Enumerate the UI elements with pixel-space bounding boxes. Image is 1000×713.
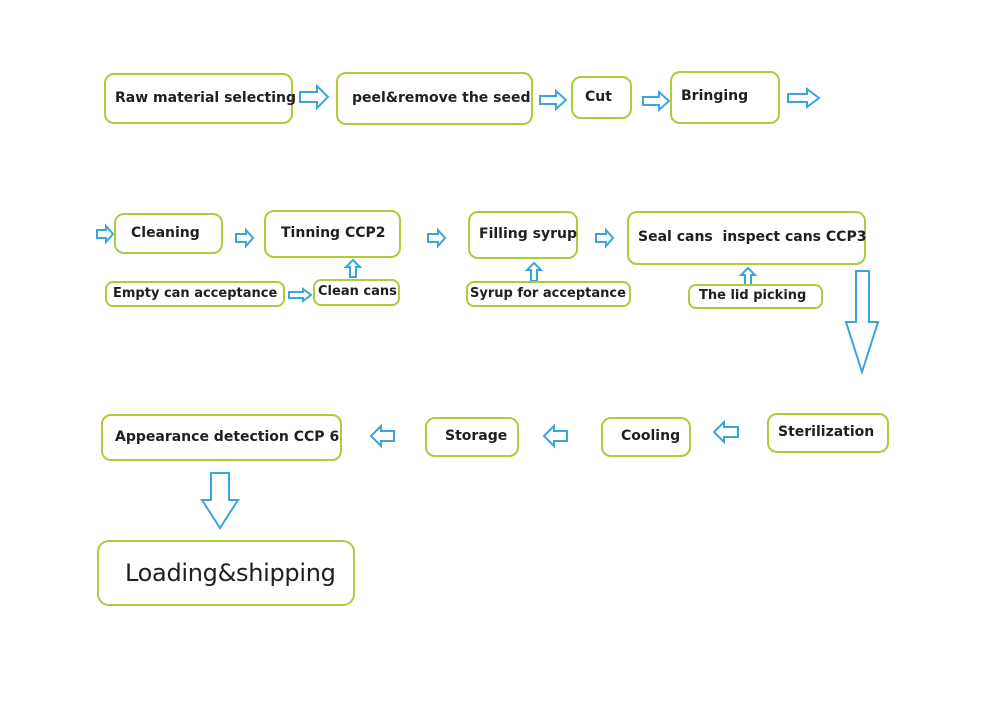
step-cooling: Cooling [601,417,691,457]
arrow-up-icon [343,258,363,278]
arrow-right-icon [539,88,568,112]
arrow-down-icon [844,270,880,376]
step-filling-syrup: Filling syrup [468,211,578,259]
step-peel-remove-seed: peel&remove the seed [336,72,533,125]
step-syrup-acceptance: Syrup for acceptance [466,281,631,307]
step-label: Bringing [681,88,749,104]
arrow-right-icon [288,287,313,303]
arrow-right-icon [427,227,447,249]
step-lid-picking: The lid picking [688,284,823,309]
step-cut: Cut [571,76,632,119]
step-cleaning: Cleaning [114,213,223,254]
step-label: Seal cans inspect cans CCP3 [638,229,867,246]
arrow-right-icon [595,227,615,249]
arrow-right-icon [96,223,115,245]
arrow-up-icon [738,266,758,286]
step-label: Filling syrup [479,226,577,243]
step-raw-material-selecting: Raw material selecting [104,73,296,124]
step-appearance-detection-ccp6: Appearance detection CCP 6 [101,414,342,461]
step-label: peel&remove the seed [352,89,531,106]
arrow-right-icon [787,87,821,109]
step-label: Cleaning [131,224,200,241]
step-label: Clean cans [318,284,397,300]
step-label: Tinning CCP2 [281,225,386,242]
step-storage: Storage [425,417,519,457]
step-label: Sterilization [778,424,875,441]
arrow-right-icon [642,89,671,113]
step-label: Cooling [621,428,681,445]
step-label: Raw material selecting [115,89,296,106]
step-label: Empty can acceptance [113,285,278,301]
arrow-left-icon [712,419,739,445]
arrow-up-icon [524,261,544,282]
step-seal-inspect-ccp3: Seal cans inspect cans CCP3 [627,211,866,265]
step-loading-shipping: Loading&shipping [97,540,355,606]
step-label: Syrup for acceptance [470,285,626,301]
step-label: Cut [585,88,612,105]
step-sterilization: Sterilization [767,413,889,453]
step-empty-can-acceptance: Empty can acceptance [105,281,285,307]
arrow-down-icon [200,472,240,530]
step-tinning-ccp2: Tinning CCP2 [264,210,401,258]
step-bringing: Bringing [670,71,780,124]
arrow-left-icon [542,423,568,449]
arrow-right-icon [299,83,330,111]
step-label: Loading&shipping [125,558,336,587]
arrow-right-icon [235,227,255,249]
step-clean-cans: Clean cans [313,279,400,306]
arrow-left-icon [369,423,395,449]
step-label: Appearance detection CCP 6 [115,428,340,445]
step-label: Storage [445,428,508,445]
step-label: The lid picking [699,288,807,304]
